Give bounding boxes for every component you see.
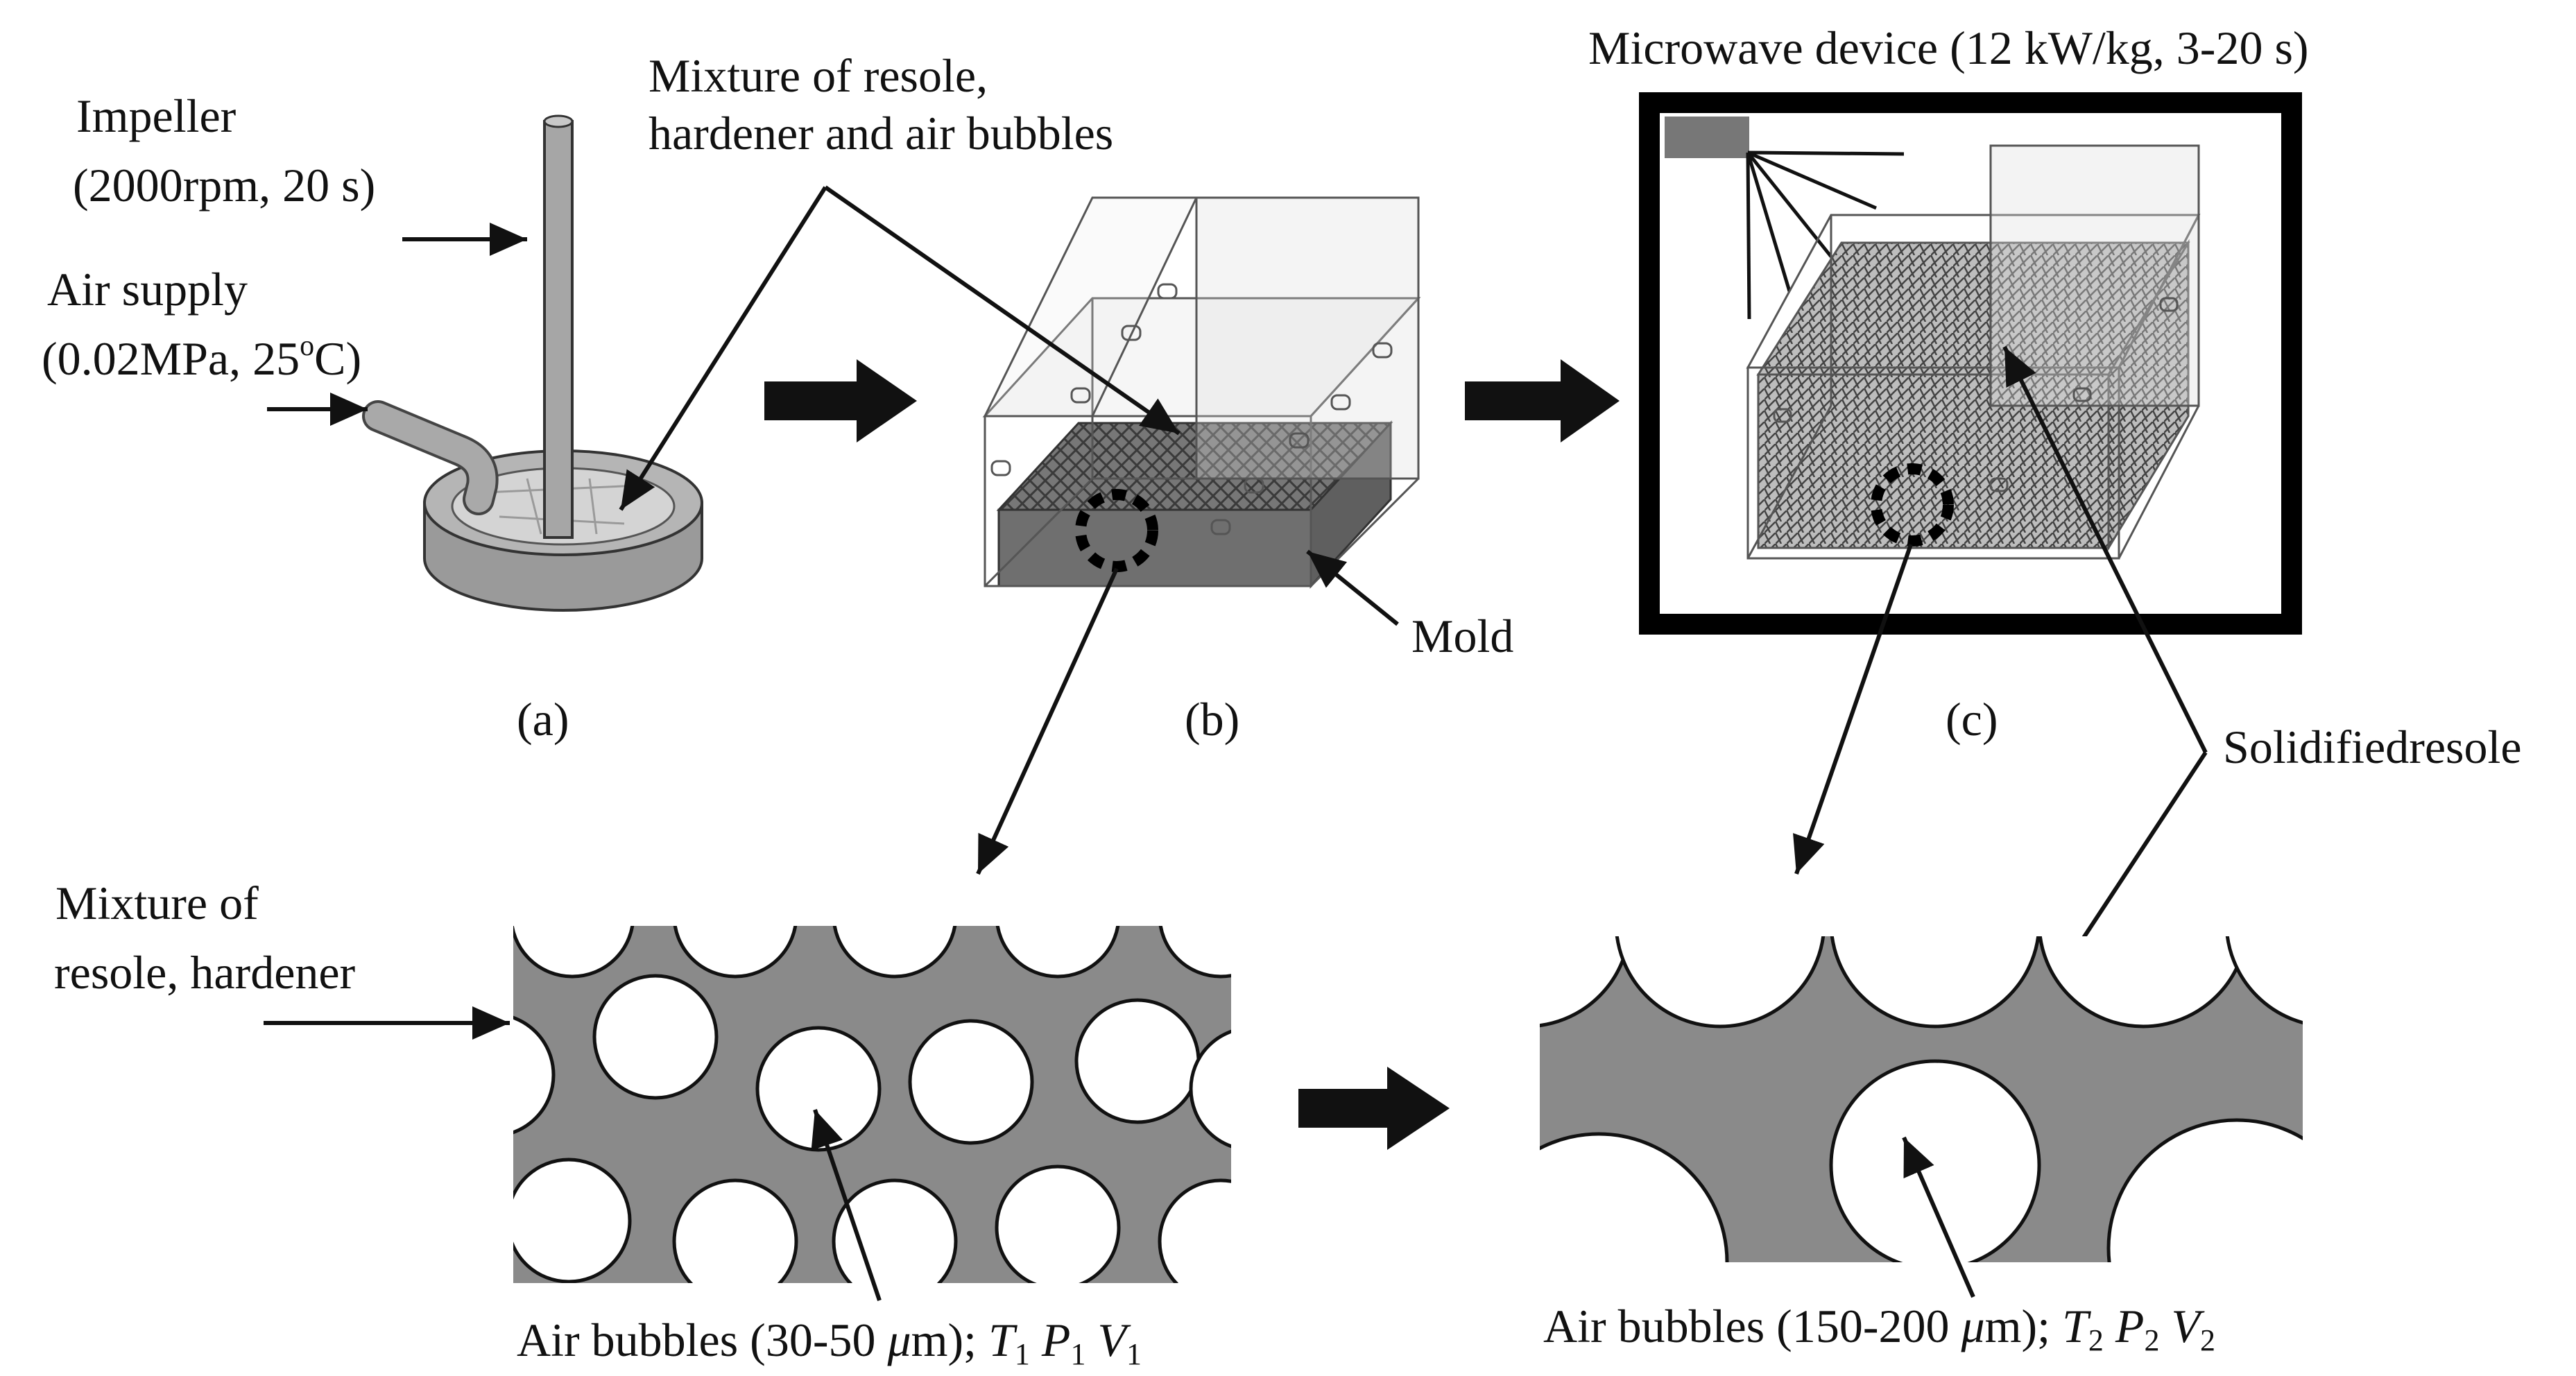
mold (982, 196, 1421, 589)
process-arrow-1 (764, 359, 917, 442)
mold-zoom-circle (1075, 489, 1158, 572)
zoom-arrow-c (1793, 544, 1913, 875)
mixture-label: Mixture of resole, (649, 49, 988, 102)
zoom-arrow-b (976, 567, 1119, 875)
solidified-label: Solidifiedresole (2223, 721, 2522, 773)
panel-a-label: (a) (517, 693, 569, 746)
mold-label: Mold (1411, 610, 1513, 662)
mixture-hardener-label-2: resole, hardener (54, 946, 356, 999)
impeller-label: Impeller (76, 89, 237, 142)
bubbles-initial-caption: Air bubbles (30-50 μm); T1 P1 V1 (517, 1314, 1142, 1371)
solidified-block (1746, 144, 2201, 560)
bubble-arrow-1 (811, 1109, 882, 1301)
mixture-arrow-a (619, 186, 827, 511)
impeller-vessel (362, 114, 703, 612)
panel-b-label: (b) (1185, 693, 1239, 746)
panel-c-label: (c) (1946, 693, 1998, 746)
microwave-zoom-circle (1871, 463, 1954, 547)
process-arrow-2 (1465, 359, 1620, 442)
air-supply-label: Air supply (47, 263, 248, 316)
cross-section-final (1540, 936, 2303, 1262)
cross-section-initial (513, 926, 1231, 1283)
solidified-arrow-a (2002, 345, 2208, 754)
process-arrow-3 (1298, 1067, 1450, 1150)
mold-arrow (1306, 549, 1399, 626)
impeller-speed-label: (2000rpm, 20 s) (73, 159, 375, 212)
mixture-hardener-label: Mixture of (55, 877, 259, 929)
mixture-label-2: hardener and air bubbles (649, 107, 1113, 160)
microwave-label: Microwave device (12 kW/kg, 3-20 s) (1588, 22, 2309, 74)
bubble-arrow-2 (1902, 1136, 1975, 1298)
air-supply-conditions-label: (0.02MPa, 25oC) (42, 330, 361, 385)
bubbles-final-caption: Air bubbles (150-200 μm); T2 P2 V2 (1543, 1300, 2215, 1357)
mixture-arrow-b (824, 185, 1180, 436)
magnetron (1665, 117, 1749, 158)
